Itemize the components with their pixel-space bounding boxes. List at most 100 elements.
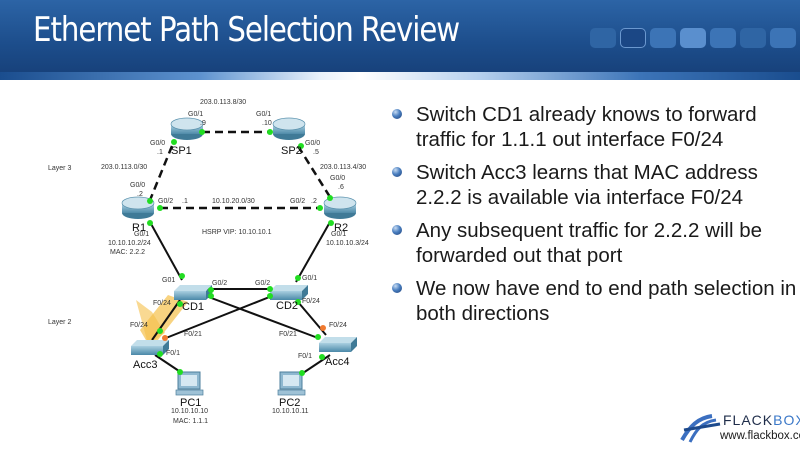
slide-title: Ethernet Path Selection Review bbox=[33, 10, 460, 50]
port-label: G01 bbox=[162, 277, 175, 284]
port-label: G0/0 bbox=[130, 182, 145, 189]
port-label: G0/1 bbox=[188, 111, 203, 118]
switch-acc3[interactable] bbox=[131, 340, 169, 355]
port-label: F0/24 bbox=[130, 322, 148, 329]
port-status-dots bbox=[147, 129, 334, 376]
r2-name: R2 bbox=[334, 222, 348, 234]
bullet-icon bbox=[392, 109, 402, 119]
link-sp2-r2 bbox=[296, 145, 332, 198]
link-cd2-acc3 bbox=[165, 295, 273, 339]
port-label: G0/1 bbox=[302, 275, 317, 282]
link-r1-cd1 bbox=[149, 221, 183, 281]
bullet-text: Any subsequent traffic for 2.2.2 will be… bbox=[416, 219, 763, 267]
subnet-label: 203.0.113.8/30 bbox=[200, 99, 246, 106]
port-label: F0/24 bbox=[302, 298, 320, 305]
bullet-icon bbox=[392, 167, 402, 177]
port-label: F0/1 bbox=[298, 353, 312, 360]
pc1-ip-label: 10.10.10.10 bbox=[171, 408, 208, 415]
nav-dot bbox=[590, 28, 616, 48]
port-label: G0/2 bbox=[212, 280, 227, 287]
bullet-item: Any subsequent traffic for 2.2.2 will be… bbox=[388, 218, 798, 268]
network-diagram: Layer 3 Layer 2 203.0.113.8/30 203.0.113… bbox=[48, 99, 369, 425]
pc2-icon[interactable] bbox=[277, 371, 306, 396]
port-blocked-dot bbox=[320, 325, 326, 331]
port-label: G0/1 bbox=[134, 231, 149, 238]
router-sp1[interactable] bbox=[170, 117, 204, 140]
header-divider bbox=[0, 72, 800, 80]
port-label: F0/21 bbox=[279, 331, 297, 338]
port-label: G0/0 bbox=[150, 140, 165, 147]
subnet-label: 203.0.113.0/30 bbox=[101, 164, 147, 171]
nav-dot bbox=[650, 28, 676, 48]
port-label: G0/0 bbox=[330, 175, 345, 182]
layer3-label: Layer 3 bbox=[48, 165, 71, 172]
port-label: G0/1 bbox=[256, 111, 271, 118]
link-cd1-acc4 bbox=[205, 295, 319, 339]
flackbox-logo[interactable]: FLACKBOX www.flackbox.com bbox=[680, 410, 800, 450]
slide-nav-dots bbox=[590, 28, 796, 48]
pc1-icon[interactable] bbox=[175, 371, 204, 396]
bullet-item: Switch CD1 already knows to forward traf… bbox=[388, 102, 798, 152]
switch-acc4[interactable] bbox=[319, 337, 357, 352]
link-sp1-r1 bbox=[146, 145, 174, 206]
port-ip-label: .6 bbox=[338, 184, 344, 191]
port-blocked-dot bbox=[162, 335, 168, 341]
bullet-item: We now have end to end path selection in… bbox=[388, 276, 798, 326]
bullet-icon bbox=[392, 283, 402, 293]
port-label: F0/24 bbox=[329, 322, 347, 329]
bullet-icon bbox=[392, 225, 402, 235]
port-label: F0/1 bbox=[166, 350, 180, 357]
router-r1[interactable] bbox=[121, 196, 155, 219]
r1-name: R1 bbox=[132, 222, 146, 234]
logo-wordmark: FLACKBOX bbox=[723, 412, 800, 428]
r1-ip-label: 10.10.10.2/24 bbox=[108, 240, 151, 247]
port-ip-label: .10 bbox=[262, 120, 272, 127]
cd1-name: CD1 bbox=[182, 301, 204, 313]
port-label: F0/21 bbox=[184, 331, 202, 338]
link-cd1-acc3 bbox=[151, 299, 181, 341]
subnet-label: 203.0.113.4/30 bbox=[320, 164, 366, 171]
flackbox-logo-icon bbox=[680, 414, 721, 443]
link-acc4-pc2 bbox=[299, 354, 331, 376]
bullet-text: Switch CD1 already knows to forward traf… bbox=[416, 103, 757, 151]
port-label: G0/1 bbox=[331, 231, 346, 238]
bullet-text: We now have end to end path selection in… bbox=[416, 277, 797, 325]
nav-dot bbox=[740, 28, 766, 48]
r1-mac-label: MAC: 2.2.2 bbox=[110, 249, 145, 256]
logo-url: www.flackbox.com bbox=[720, 430, 800, 442]
switch-cd1[interactable] bbox=[174, 285, 212, 300]
port-label: G0/2 bbox=[158, 198, 173, 205]
sp1-name: SP1 bbox=[171, 145, 192, 157]
bullet-list: Switch CD1 already knows to forward traf… bbox=[388, 102, 798, 334]
router-sp2[interactable] bbox=[272, 117, 306, 140]
nav-dot bbox=[620, 28, 646, 48]
pc1-name: PC1 bbox=[180, 397, 201, 409]
port-label: G0/2 bbox=[290, 198, 305, 205]
hsrp-label: HSRP VIP: 10.10.10.1 bbox=[202, 229, 272, 236]
cd2-name: CD2 bbox=[276, 300, 298, 312]
nav-dot bbox=[710, 28, 736, 48]
pc1-mac-label: MAC: 1.1.1 bbox=[173, 418, 208, 425]
port-label: F0/24 bbox=[153, 300, 171, 307]
port-ip-label: .5 bbox=[313, 149, 319, 156]
acc3-name: Acc3 bbox=[133, 359, 157, 371]
nav-dot bbox=[770, 28, 796, 48]
link-r2-cd2 bbox=[295, 221, 331, 283]
port-ip-label: .2 bbox=[311, 198, 317, 205]
acc4-name: Acc4 bbox=[325, 356, 349, 368]
port-label: G0/2 bbox=[255, 280, 270, 287]
bullet-item: Switch Acc3 learns that MAC address 2.2.… bbox=[388, 160, 798, 210]
layer2-label: Layer 2 bbox=[48, 319, 71, 326]
subnet-label: 10.10.20.0/30 bbox=[212, 198, 255, 205]
port-ip-label: .1 bbox=[157, 149, 163, 156]
bullet-text: Switch Acc3 learns that MAC address 2.2.… bbox=[416, 161, 758, 209]
pc2-ip-label: 10.10.10.11 bbox=[272, 408, 309, 415]
port-ip-label: .9 bbox=[200, 120, 206, 127]
port-ip-label: .1 bbox=[182, 198, 188, 205]
pc2-name: PC2 bbox=[279, 397, 300, 409]
port-ip-label: .2 bbox=[137, 191, 143, 198]
sp2-name: SP2 bbox=[281, 145, 302, 157]
r2-ip-label: 10.10.10.3/24 bbox=[326, 240, 369, 247]
port-label: G0/0 bbox=[305, 140, 320, 147]
switch-cd2[interactable] bbox=[270, 285, 308, 300]
